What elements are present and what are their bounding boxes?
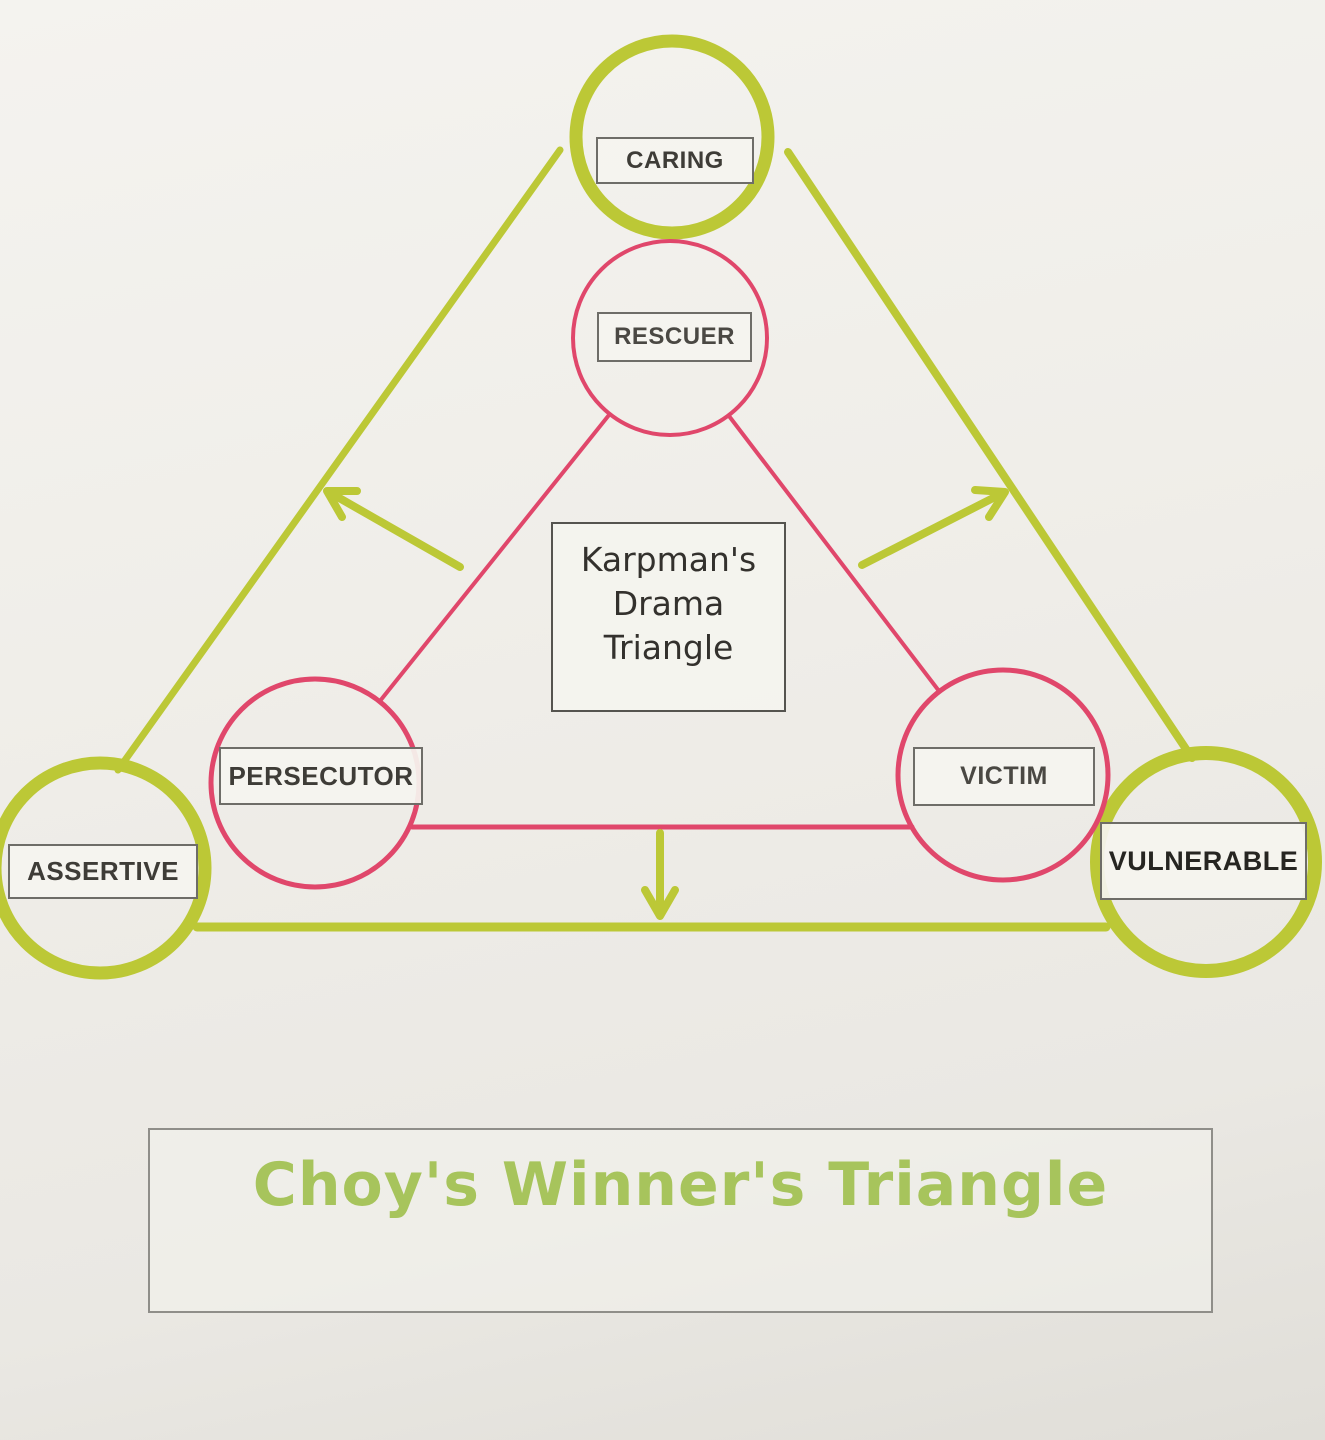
rescuer-label-text: RESCUER xyxy=(614,323,735,350)
caption-line-3: Triangle xyxy=(603,628,734,667)
arrow-head-icon xyxy=(323,487,361,521)
caption-line-1: Karpman's xyxy=(580,540,757,579)
arrow-drama-bottom-to-winner-bottom xyxy=(641,829,679,920)
drama-triangle-sides xyxy=(378,413,941,830)
arrow-head-icon xyxy=(971,486,1009,521)
victim-circle xyxy=(895,667,1111,883)
assertive-label-text: ASSERTIVE xyxy=(27,856,179,886)
persecutor-label-text: PERSECUTOR xyxy=(228,760,414,791)
winner-triangle-sides xyxy=(114,146,1196,932)
assertive-circle xyxy=(0,756,212,980)
caring-label: CARING xyxy=(596,137,754,184)
arrow-shaft xyxy=(858,492,1001,569)
vulnerable-label-text: VULNERABLE xyxy=(1108,845,1299,876)
vulnerable-circle xyxy=(1090,746,1322,978)
caption-line-2: Drama xyxy=(612,584,725,623)
winner-triangle-circles xyxy=(0,34,1322,980)
arrow-shaft xyxy=(330,491,464,571)
vulnerable-label: VULNERABLE xyxy=(1100,822,1307,900)
winner-triangle-left-side xyxy=(114,146,564,774)
winner-triangle-right-side xyxy=(784,148,1196,762)
persecutor-label: PERSECUTOR xyxy=(219,747,423,805)
page-title: Choy's Winner's Triangle xyxy=(252,1150,1109,1220)
arrow-victim-to-vulnerable xyxy=(858,486,1009,569)
rescuer-circle xyxy=(571,239,769,437)
karpman-caption-box: Karpman's Drama Triangle xyxy=(551,522,786,712)
assertive-label: ASSERTIVE xyxy=(8,844,198,899)
victim-label-text: VICTIM xyxy=(960,762,1048,790)
arrow-head-icon xyxy=(641,886,679,920)
title-box: Choy's Winner's Triangle xyxy=(148,1128,1213,1313)
drama-triangle-right-side xyxy=(727,414,941,693)
caring-circle xyxy=(569,34,775,240)
arrow-persecutor-to-assertive xyxy=(323,487,464,571)
rescuer-label: RESCUER xyxy=(597,312,752,362)
victim-label: VICTIM xyxy=(913,747,1095,806)
caring-label-text: CARING xyxy=(626,146,724,174)
drama-triangle-left-side xyxy=(378,413,611,703)
